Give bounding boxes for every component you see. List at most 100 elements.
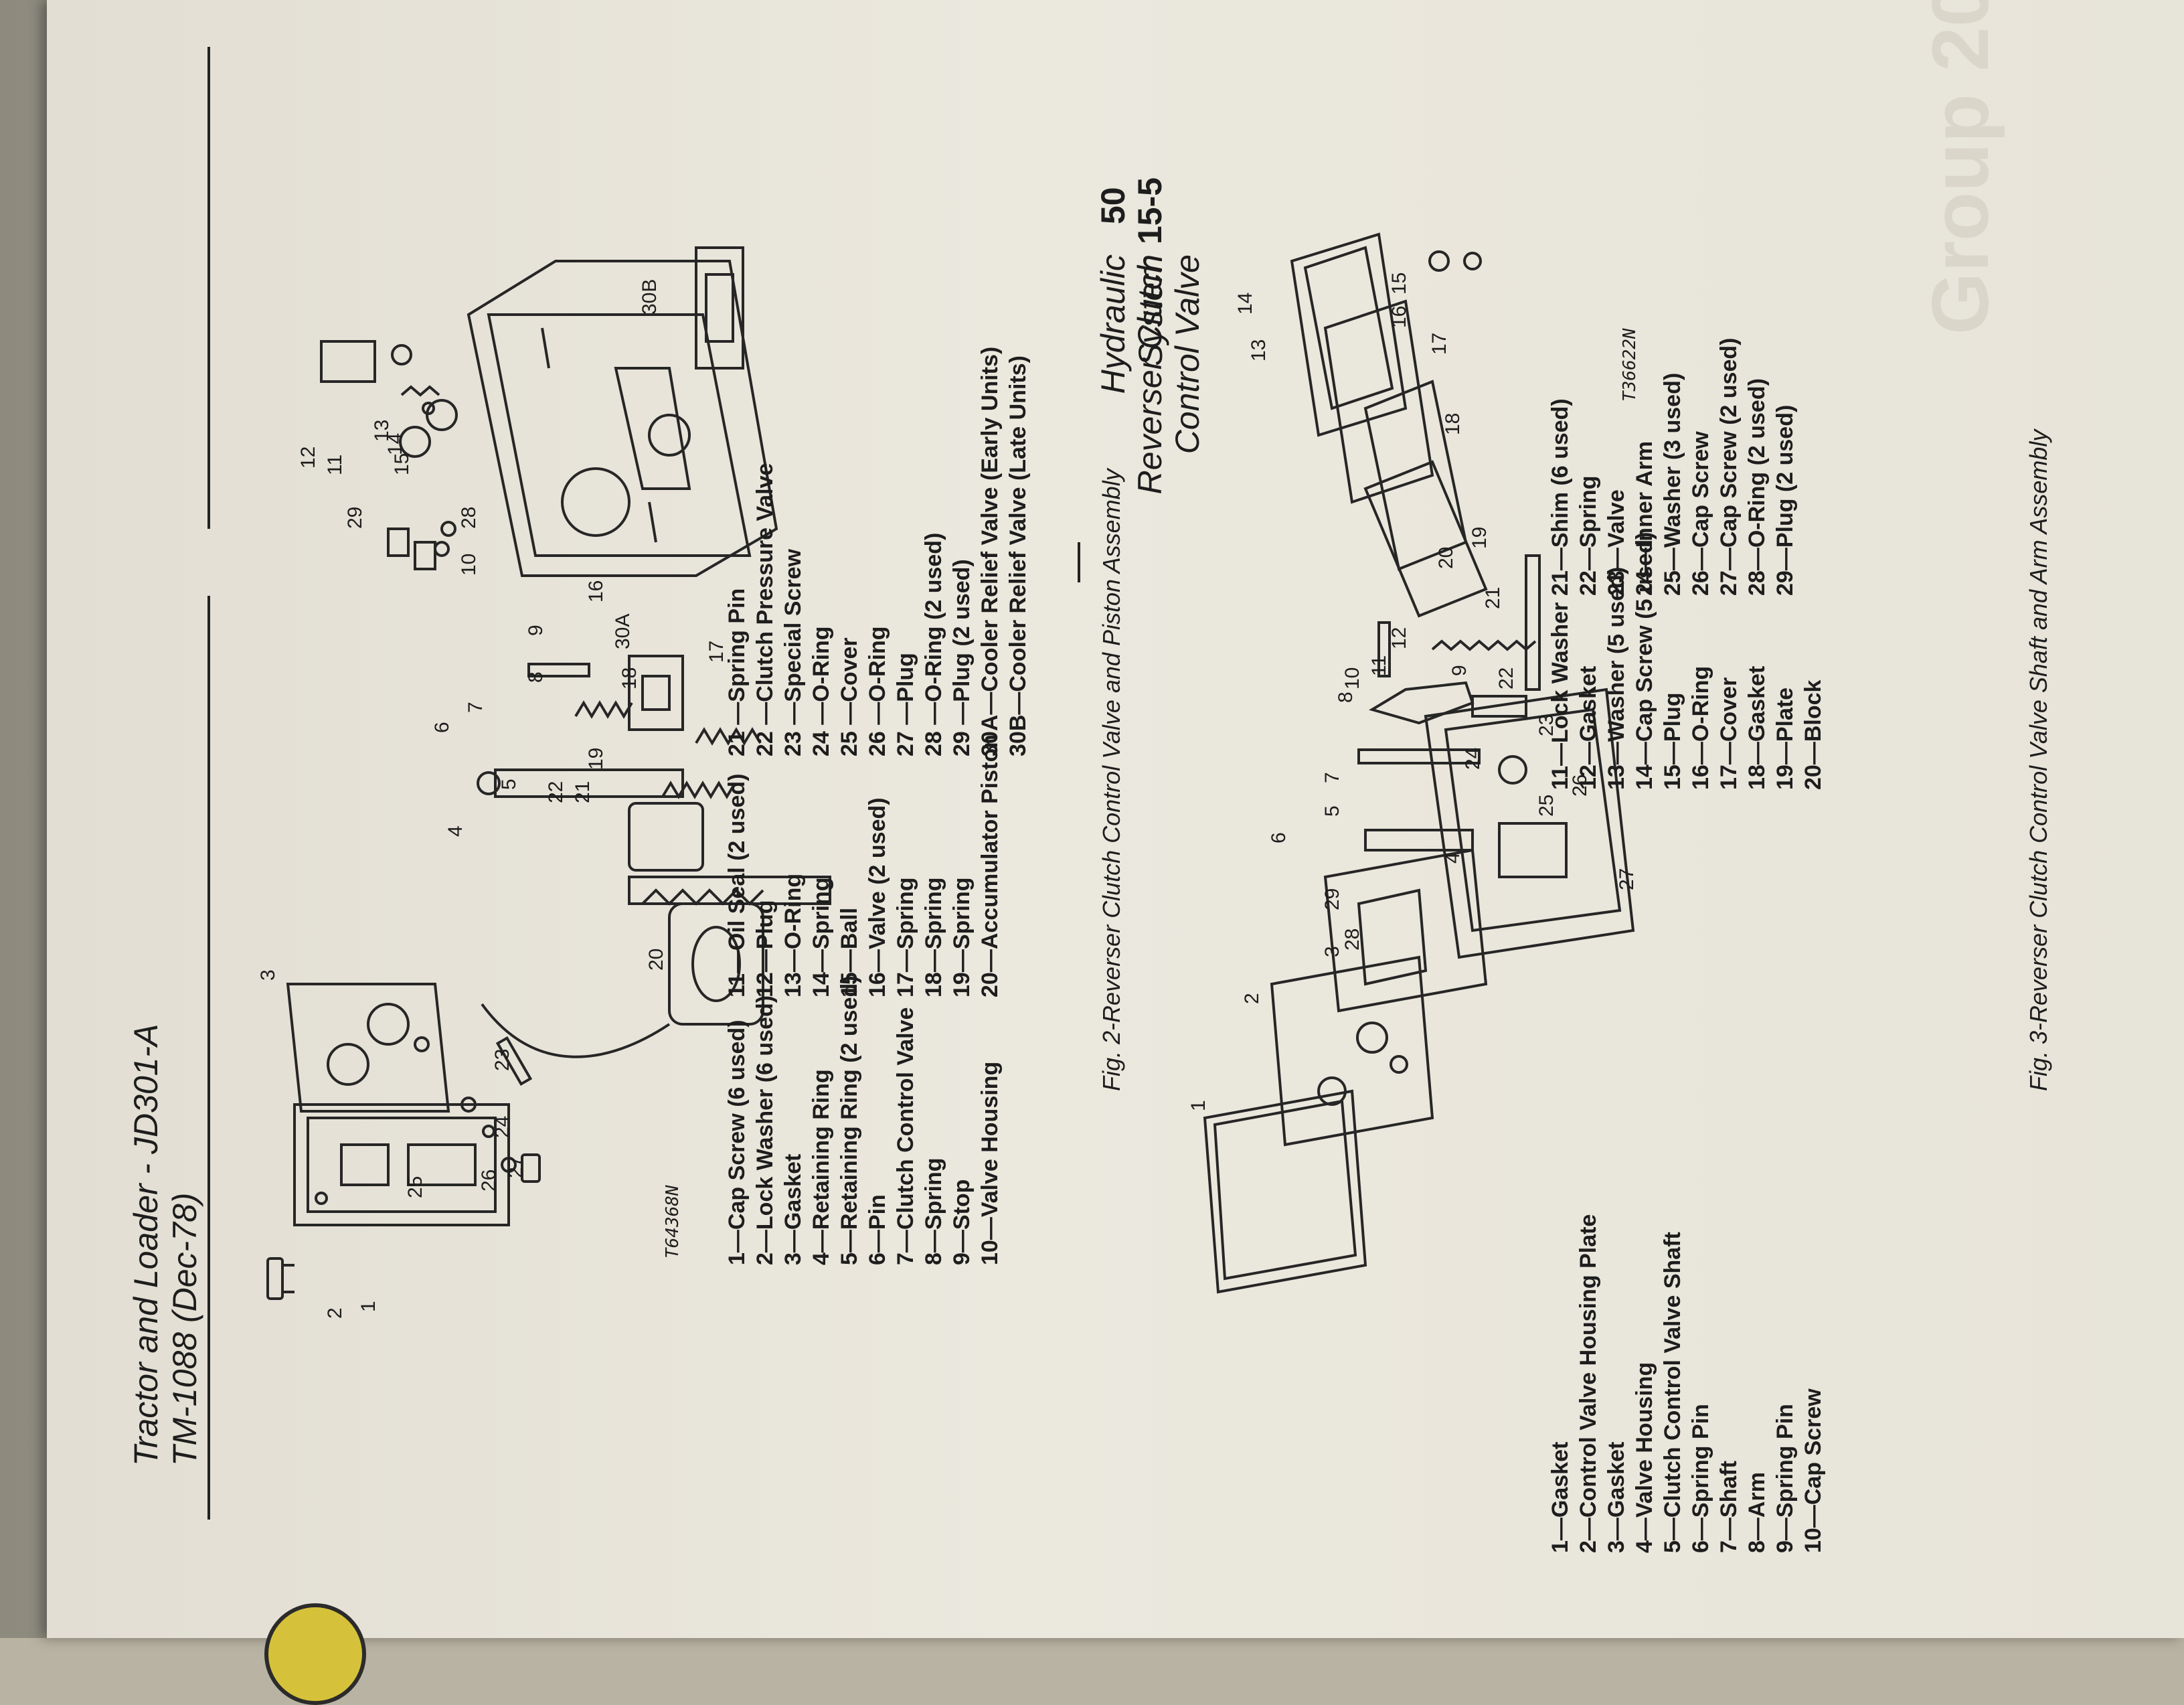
fig2-part-plug-27 bbox=[521, 1153, 541, 1183]
fig2-callout-7: 7 bbox=[465, 702, 487, 713]
fig3-callout-18: 18 bbox=[1442, 413, 1464, 435]
fig3-legend-item: 8—Arm bbox=[1744, 1472, 1770, 1553]
fig3-part-o-ring-16 bbox=[1463, 252, 1482, 270]
fig3-callout-14: 14 bbox=[1234, 293, 1256, 315]
fig3-callout-4: 4 bbox=[1442, 852, 1464, 864]
fig3-part-plug-15 bbox=[1428, 250, 1450, 272]
fig3-callout-1: 1 bbox=[1187, 1100, 1209, 1111]
fig3-legend-item: 20—Block bbox=[1800, 679, 1826, 790]
fig3-legend-item: 27—Cap Screw (2 used) bbox=[1716, 337, 1742, 596]
fig2-part-spring-14 bbox=[400, 385, 440, 397]
fig2-callout-3: 3 bbox=[257, 969, 279, 981]
fig3-callout-24: 24 bbox=[1462, 748, 1484, 770]
fig3-part-spring-22 bbox=[1431, 639, 1537, 651]
fig3-part-shaft-7 bbox=[1357, 748, 1481, 764]
fig3-legend-item: 25—Washer (3 used) bbox=[1660, 372, 1685, 596]
fig3-legend-col1: 1—Gasket 2—Control Valve Housing Plate 3… bbox=[1546, 1214, 1827, 1553]
fig2-part-clutch-pressure-valve bbox=[628, 876, 831, 905]
fig3-callout-21: 21 bbox=[1482, 587, 1504, 609]
figure2-exploded-drawing: 1 2 3 4 5 6 7 8 9 10 11 12 13 14 15 16 1… bbox=[257, 246, 831, 1319]
fig2-part-special-screw bbox=[495, 1036, 533, 1086]
fig3-callout-16: 16 bbox=[1388, 306, 1410, 328]
fig2-callout-1: 1 bbox=[357, 1301, 380, 1312]
fig2-part-cooler-relief-valve-early bbox=[628, 655, 684, 731]
fig3-callout-20: 20 bbox=[1435, 547, 1457, 569]
fig3-callout-19: 19 bbox=[1468, 527, 1491, 549]
fig2-callout-26: 26 bbox=[478, 1169, 500, 1192]
fig3-callouts: 1 2 3 4 5 6 7 8 9 10 11 12 13 14 15 16 1… bbox=[1187, 272, 1638, 1111]
fig3-part-arm bbox=[1369, 681, 1475, 725]
fig3-callout-2: 2 bbox=[1241, 993, 1263, 1004]
fig3-legend-col3: 21—Shim (6 used) 22—Spring 23—Valve 24—I… bbox=[1546, 338, 1799, 596]
fig3-part-cover-17 bbox=[1290, 232, 1408, 437]
fig3-part-clutch-control-valve-shaft bbox=[1364, 829, 1474, 851]
fig2-callout-17: 17 bbox=[705, 641, 728, 663]
fig2-callout-2: 2 bbox=[324, 1307, 346, 1319]
fig2-part-cap-screw bbox=[266, 1257, 295, 1300]
fig2-part-plug-12 bbox=[320, 340, 376, 383]
fig2-part-spring-17 bbox=[695, 727, 762, 746]
fig3-part-cap-screw-10 bbox=[1377, 621, 1391, 677]
fig3-callout-8: 8 bbox=[1335, 692, 1357, 703]
fig2-part-spring-18 bbox=[661, 781, 736, 799]
fig3-callout-28: 28 bbox=[1341, 928, 1363, 951]
fig3-legend-item: 9—Spring Pin bbox=[1772, 1404, 1798, 1553]
fig2-callouts: 1 2 3 4 5 6 7 8 9 10 11 12 13 14 15 16 1… bbox=[257, 279, 728, 1319]
fig2-callout-8: 8 bbox=[525, 671, 547, 683]
fig2-callout-5: 5 bbox=[498, 779, 520, 790]
fig3-legend-item: 5—Clutch Control Valve Shaft bbox=[1660, 1232, 1685, 1553]
fig3-callout-10: 10 bbox=[1341, 667, 1363, 689]
fig3-legend-item: 10—Cap Screw bbox=[1800, 1388, 1826, 1553]
fig3-callout-15: 15 bbox=[1388, 272, 1410, 295]
fig3-legend-item: 22—Spring bbox=[1576, 475, 1601, 596]
fig3-legend-item: 4—Valve Housing bbox=[1632, 1362, 1657, 1553]
figure3-exploded-drawing: 1 2 3 4 5 6 7 8 9 10 11 12 13 14 15 16 1… bbox=[1187, 232, 1638, 1294]
fig2-callout-25: 25 bbox=[404, 1176, 426, 1198]
fig3-callout-23: 23 bbox=[1535, 714, 1558, 736]
fig2-part-gasket bbox=[286, 983, 450, 1113]
fig2-callout-12: 12 bbox=[297, 446, 319, 469]
fig3-legend-item: 2—Control Valve Housing Plate bbox=[1576, 1214, 1601, 1553]
fig3-callout-22: 22 bbox=[1495, 667, 1517, 689]
fig2-callout-18: 18 bbox=[618, 667, 641, 689]
manual-page-sheet bbox=[47, 0, 2184, 1638]
fig2-part-ball bbox=[422, 402, 435, 415]
fig3-callout-25: 25 bbox=[1535, 795, 1558, 817]
fig3-part-cap-screw-26 bbox=[1525, 554, 1541, 691]
fig2-callout-16: 16 bbox=[585, 580, 607, 602]
fig3-legend-item: 1—Gasket bbox=[1547, 1441, 1573, 1553]
fig3-callout-6: 6 bbox=[1268, 832, 1290, 843]
index-tab-sticker bbox=[264, 1603, 366, 1705]
fig3-callout-9: 9 bbox=[1448, 665, 1471, 676]
fig2-callout-20: 20 bbox=[645, 949, 667, 971]
fig2-part-oil-seal bbox=[399, 399, 458, 458]
fig3-part-gasket-1 bbox=[1203, 1089, 1367, 1294]
fig3-legend-item: 3—Gasket bbox=[1604, 1441, 1629, 1553]
fig3-callout-11: 11 bbox=[1368, 655, 1390, 676]
fig2-callout-4: 4 bbox=[444, 825, 467, 837]
fig3-legend-item: 28—O-Ring (2 used) bbox=[1744, 378, 1770, 596]
fig2-callout-23: 23 bbox=[491, 1049, 513, 1071]
fig2-callout-30a: 30A bbox=[612, 614, 634, 649]
fig3-callout-13: 13 bbox=[1248, 339, 1270, 361]
fig3-part-valve-housing bbox=[1424, 687, 1635, 959]
fig3-part-control-valve-housing-plate bbox=[1270, 955, 1434, 1147]
fig3-part-plate bbox=[1363, 380, 1468, 571]
fig2-callout-9: 9 bbox=[525, 625, 547, 636]
fig2-part-spring-8 bbox=[574, 700, 633, 719]
fig2-part-valve-housing bbox=[467, 260, 778, 577]
fig2-part-clutch-control-valve bbox=[477, 768, 684, 798]
fig3-legend-item: 7—Shaft bbox=[1716, 1461, 1742, 1553]
rotated-page-content: Group 20 Tractor and Loader - JD301-A TM… bbox=[27, 0, 2115, 1573]
fig2-callout-6: 6 bbox=[431, 722, 453, 733]
fig3-legend-item: 29—Plug (2 used) bbox=[1772, 404, 1798, 596]
fig2-callout-28: 28 bbox=[458, 507, 480, 529]
fig3-legend-item: 21—Shim (6 used) bbox=[1547, 398, 1573, 596]
fig3-part-block bbox=[1363, 460, 1488, 618]
fig2-part-o-ring-24 bbox=[460, 1097, 477, 1113]
fig3-legend-item: 26—Cap Screw bbox=[1688, 431, 1713, 596]
fig2-part-o-ring-28 bbox=[434, 521, 456, 557]
fig3-part-gasket-18 bbox=[1323, 299, 1434, 504]
fig3-callout-12: 12 bbox=[1388, 627, 1410, 649]
fig2-callout-10: 10 bbox=[458, 554, 480, 576]
